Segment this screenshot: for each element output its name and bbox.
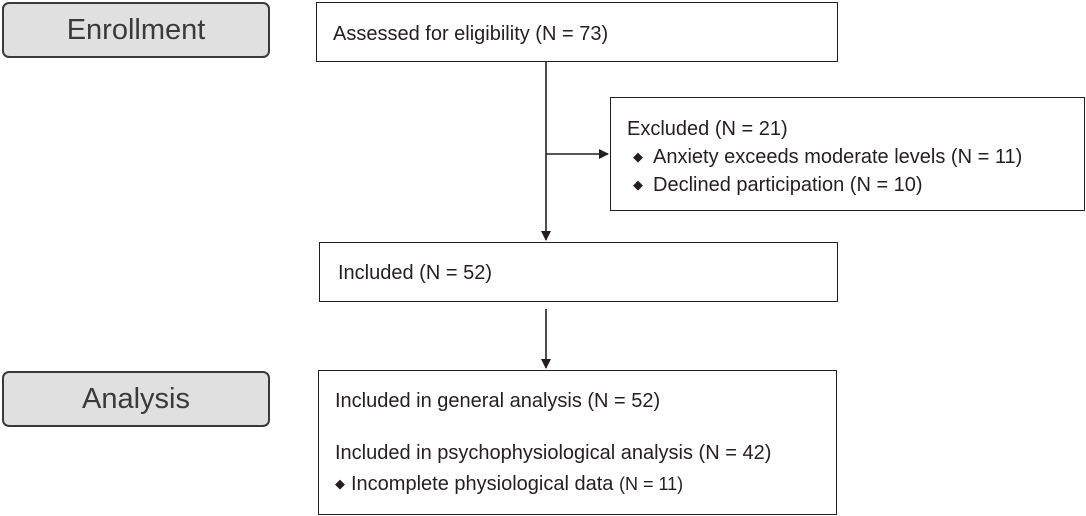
diamond-bullet-icon: ◆: [633, 177, 643, 192]
incomplete-data-item: ◆ Incomplete physiological data (N = 11): [335, 472, 836, 497]
general-analysis-text: Included in general analysis (N = 52): [335, 390, 661, 412]
diamond-bullet-icon: ◆: [335, 476, 345, 491]
included-box: Included (N = 52): [319, 242, 838, 302]
assessed-text: Assessed for eligibility (N = 73): [333, 23, 609, 45]
analysis-box: Included in general analysis (N = 52) In…: [318, 370, 837, 515]
excluded-title: Excluded (N = 21): [627, 118, 788, 140]
excluded-item-label: Declined participation (N = 10): [653, 174, 923, 196]
excluded-item-declined: ◆ Declined participation (N = 10): [627, 173, 1084, 198]
stage-label-analysis: Analysis: [2, 371, 270, 427]
stage-label-enrollment: Enrollment: [2, 2, 270, 58]
diamond-bullet-icon: ◆: [633, 149, 643, 164]
assessed-box: Assessed for eligibility (N = 73): [316, 2, 838, 62]
excluded-item-anxiety: ◆ Anxiety exceeds moderate levels (N = 11…: [627, 145, 1084, 170]
incomplete-data-count: (N = 11): [618, 474, 684, 494]
excluded-item-label: Anxiety exceeds moderate levels (N = 11): [653, 146, 1023, 168]
excluded-box: Excluded (N = 21) ◆ Anxiety exceeds moder…: [610, 97, 1085, 211]
included-text: Included (N = 52): [338, 262, 492, 284]
psycho-analysis-text: Included in psychophysiological analysis…: [335, 442, 772, 464]
incomplete-data-label: Incomplete physiological data: [351, 473, 614, 495]
